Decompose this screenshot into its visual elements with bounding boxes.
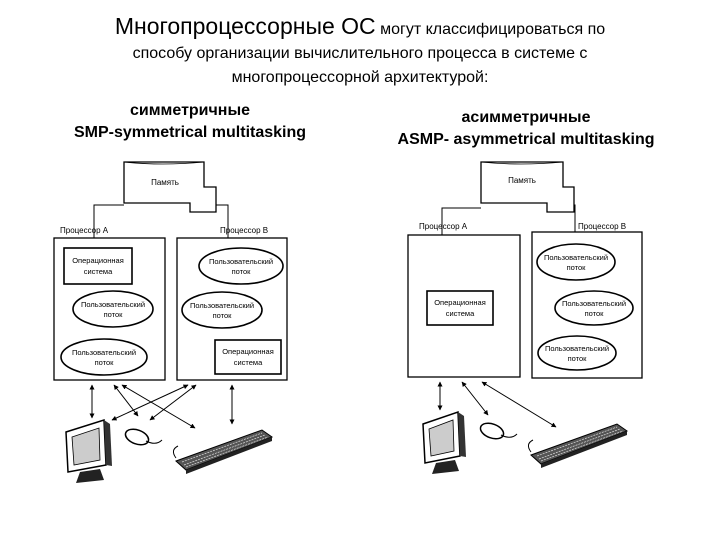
asmp-memory-link-a: [441, 207, 481, 235]
smp-b-user-thread-1: [198, 247, 284, 285]
smp-a-os-line1: Операционная: [72, 256, 124, 265]
title-rest-2: способу организации вычислительного проц…: [132, 45, 588, 62]
smp-b-user2-line1: Пользовательский: [190, 301, 254, 310]
smp-arrow-a-mouse: [113, 384, 139, 417]
asmp-b-user-thread-3: [537, 335, 617, 371]
title-rest-3: многопроцессорной архитектурой:: [231, 69, 489, 86]
asmp-b-user1-line1: Пользовательский: [544, 253, 608, 262]
asmp-b-user1-line2: поток: [567, 263, 587, 272]
smp-a-user2-line1: Пользовательский: [72, 348, 136, 357]
smp-b-user2-line2: поток: [213, 311, 233, 320]
asmp-a-os-line1: Операционная: [434, 298, 486, 307]
smp-arrow-b-mouse: [149, 384, 197, 421]
asmp-b-user-thread-2: [554, 290, 634, 326]
smp-a-os-line2: система: [84, 267, 113, 276]
smp-b-user-thread-2: [181, 291, 263, 329]
smp-b-user1-line2: поток: [232, 267, 252, 276]
smp-b-os-box: [214, 339, 282, 375]
asmp-heading-block: асимметричные ASMP- asymmetrical multita…: [376, 107, 676, 151]
asmp-diagram: Память Процессор А Процессор В Операцион…: [407, 161, 643, 474]
asmp-subheading: ASMP- asymmetrical multitasking: [397, 131, 655, 148]
smp-proc-a-label: Процессор А: [60, 226, 109, 235]
smp-a-user2-line2: поток: [95, 358, 115, 367]
asmp-proc-a-label: Процессор А: [419, 222, 468, 231]
asmp-b-user2-line2: поток: [585, 309, 605, 318]
smp-monitor-icon: [65, 418, 112, 483]
smp-memory-link-a: [93, 204, 124, 238]
asmp-memory-block: [480, 161, 575, 213]
title-main: Многопроцессорные ОС: [114, 13, 376, 39]
smp-a-user1-line1: Пользовательский: [81, 300, 145, 309]
asmp-b-user3-line1: Пользовательский: [545, 344, 609, 353]
smp-b-os-line2: система: [234, 358, 263, 367]
title-rest-1: могут классифицироваться по: [375, 21, 606, 38]
asmp-memory-label: Память: [508, 176, 536, 185]
asmp-arrow-a-keyboard: [481, 381, 557, 428]
smp-mouse-icon: [124, 428, 163, 446]
smp-subheading: SMP-symmetrical multitasking: [73, 124, 307, 141]
smp-arrow-b-monitor: [111, 384, 189, 421]
smp-heading-block: симметричные SMP-symmetrical multitaskin…: [40, 100, 340, 144]
asmp-b-user2-line1: Пользовательский: [562, 299, 626, 308]
asmp-b-user-thread-1: [536, 243, 616, 281]
smp-arrow-a-keyboard: [121, 384, 196, 429]
asmp-monitor-icon: [422, 410, 466, 474]
asmp-proc-b-label: Процессор В: [578, 222, 626, 231]
smp-a-user1-line2: поток: [104, 310, 124, 319]
smp-a-user-thread-1: [72, 290, 154, 328]
smp-keyboard-icon: [172, 429, 274, 474]
smp-memory-label: Память: [151, 178, 179, 187]
asmp-memory-fold: [480, 161, 564, 165]
asmp-a-os-line2: система: [446, 309, 475, 318]
smp-heading: симметричные: [129, 102, 251, 119]
smp-b-os-line1: Операционная: [222, 347, 274, 356]
asmp-mouse-icon: [479, 422, 518, 440]
smp-a-user-thread-2: [60, 338, 148, 376]
smp-proc-b-label: Процессор В: [220, 226, 268, 235]
asmp-heading: асимметричные: [461, 109, 591, 126]
asmp-a-os-box: [426, 290, 494, 326]
smp-diagram: Память Процессор А Процессор В Операцион…: [53, 161, 288, 483]
smp-memory-block: [123, 161, 217, 213]
smp-memory-fold: [123, 161, 205, 165]
smp-a-os-box: [63, 247, 133, 285]
asmp-b-user3-line2: поток: [568, 354, 588, 363]
smp-b-user1-line1: Пользовательский: [209, 257, 273, 266]
asmp-arrow-a-mouse: [461, 381, 489, 416]
asmp-keyboard-icon: [527, 423, 629, 468]
slide-title: Многопроцессорные ОС могут классифициров…: [0, 14, 720, 90]
